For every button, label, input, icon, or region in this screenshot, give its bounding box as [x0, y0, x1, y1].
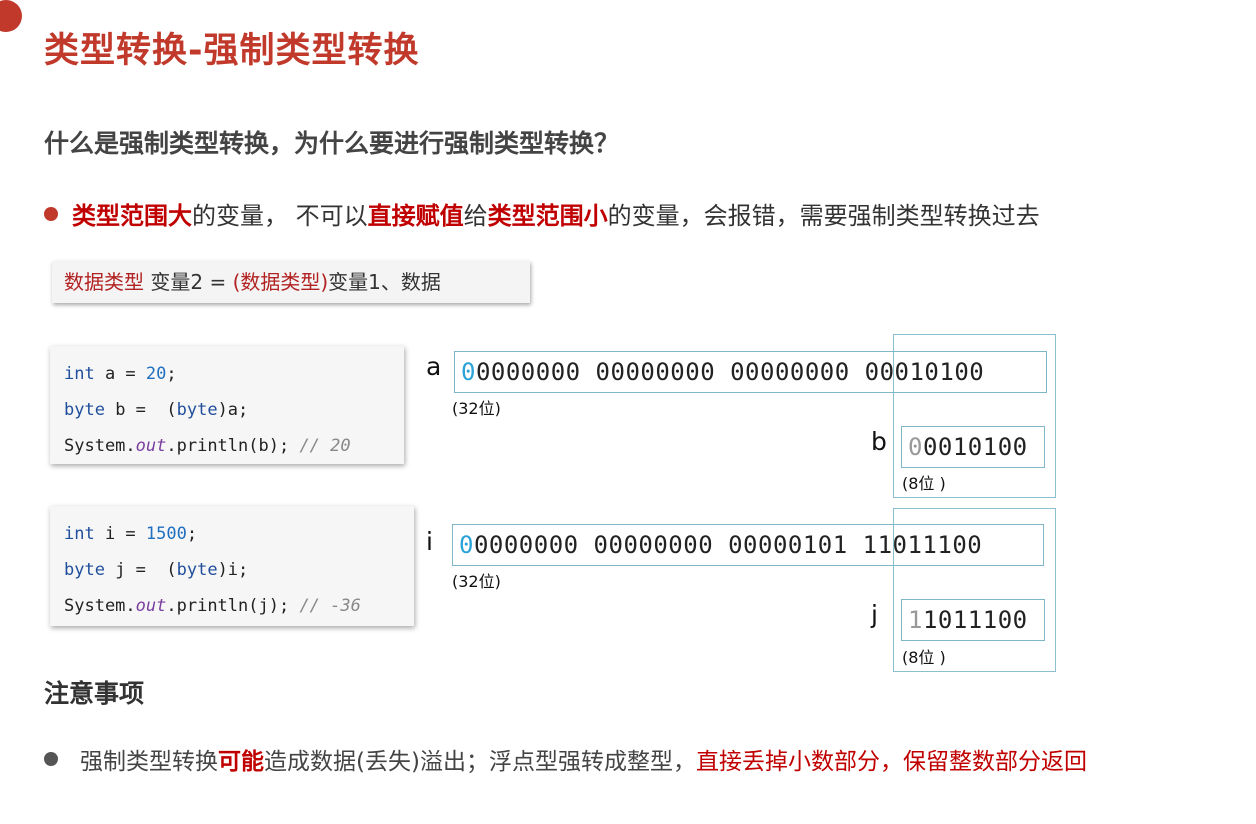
code-line: int i = 1500; [64, 524, 198, 544]
var-label-b: b [871, 427, 887, 456]
definition-bullet: 类型范围大的变量， 不可以直接赋值给类型范围小的变量，会报错，需要强制类型转换过… [44, 196, 1040, 231]
code-line: byte b = (byte)a; [64, 400, 249, 420]
syntax-formula: 数据类型 变量2 = (数据类型)变量1、数据 [52, 261, 530, 303]
bullet-icon [44, 207, 58, 221]
page-title: 类型转换-强制类型转换 [44, 31, 420, 71]
corner-decoration [0, 0, 22, 32]
note-bullet: 强制类型转换可能造成数据(丢失)溢出；浮点型强转成整型，直接丢掉小数部分，保留整… [44, 742, 1087, 776]
low-byte-frame-bottom [893, 508, 1056, 672]
code-line: System.out.println(j); // -36 [64, 596, 361, 616]
low-byte-frame-top [893, 334, 1056, 498]
bits-a: 00000000 00000000 00000000 00010100 [454, 351, 1047, 393]
code-line: int a = 20; [64, 364, 177, 384]
notes-heading: 注意事项 [44, 679, 145, 708]
size-note-b: (8位 ) [902, 474, 946, 493]
question-heading: 什么是强制类型转换，为什么要进行强制类型转换？ [44, 129, 620, 158]
size-note-j: (8位 ) [902, 648, 946, 667]
size-note-i: (32位) [452, 572, 501, 591]
code-line: byte j = (byte)i; [64, 560, 249, 580]
bits-i: 00000000 00000000 00000101 11011100 [452, 524, 1044, 566]
var-label-i: i [426, 527, 433, 556]
var-label-a: a [426, 352, 442, 381]
bullet-icon [44, 752, 58, 766]
code-example-2: int i = 1500; byte j = (byte)i; System.o… [50, 506, 414, 626]
bits-j: 11011100 [901, 599, 1045, 641]
code-line: System.out.println(b); // 20 [64, 436, 351, 456]
size-note-a: (32位) [452, 399, 501, 418]
var-label-j: j [871, 600, 878, 629]
code-example-1: int a = 20; byte b = (byte)a; System.out… [50, 346, 404, 464]
bits-b: 00010100 [901, 426, 1045, 468]
